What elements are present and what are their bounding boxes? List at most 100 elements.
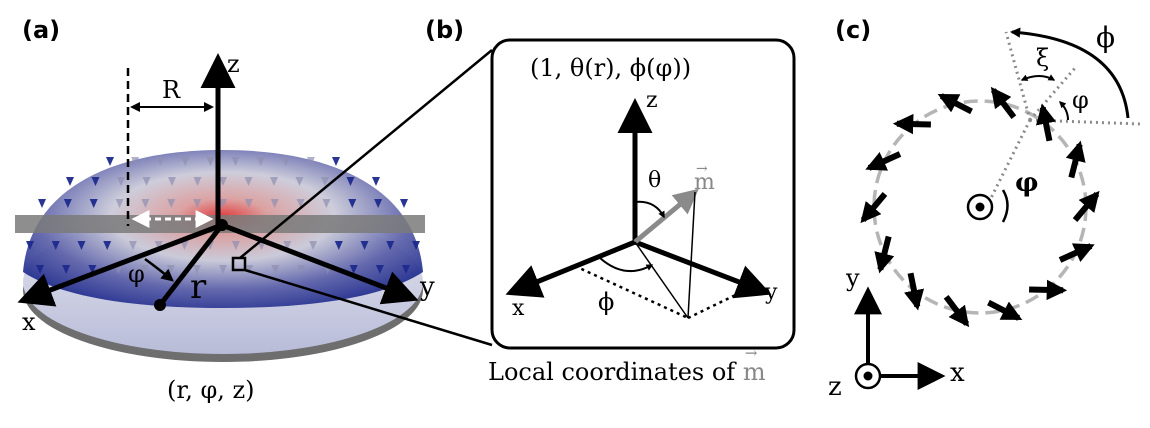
spin-cones <box>26 157 420 274</box>
spin-cone <box>375 265 384 274</box>
phi-big-arc <box>1009 27 1130 119</box>
center-phi-arc <box>1001 189 1009 223</box>
spin-cone <box>231 241 240 250</box>
out-of-plane-center-dot <box>975 202 985 212</box>
spin-cone <box>167 199 176 208</box>
spin-arrow <box>892 113 931 135</box>
projection-vertical <box>687 191 696 319</box>
spin-arrow <box>904 272 925 311</box>
spin-cone <box>244 199 253 208</box>
spin-cone <box>38 199 46 208</box>
caption-b: Local coordinates of →m <box>488 344 766 386</box>
axis-x-label-a: x <box>22 308 36 336</box>
spin-cone <box>89 199 98 208</box>
theta-label: θ <box>648 168 662 193</box>
origin-point-a <box>216 219 228 231</box>
spin-cone <box>131 157 140 166</box>
spin-arrow <box>1065 140 1086 179</box>
m-vector <box>633 188 699 244</box>
spin-cone <box>231 157 240 166</box>
axis-y-label-c: y <box>846 264 860 292</box>
axis-z-label-a: z <box>227 50 240 78</box>
spin-arrow <box>1058 243 1095 263</box>
spin-cone <box>296 199 305 208</box>
spin-cone <box>322 199 331 208</box>
spin-cone <box>66 177 74 186</box>
spin-cone <box>106 157 114 166</box>
spin-arrow <box>1072 190 1100 222</box>
axis-x-b <box>505 239 636 298</box>
spin-cone <box>332 157 340 166</box>
spin-cone <box>297 265 306 274</box>
spin-cone <box>156 157 165 166</box>
azimuth-label-a: φ <box>128 260 145 288</box>
phi-label-b: ϕ <box>598 288 615 316</box>
axis-x-label-c: x <box>950 358 965 388</box>
spin-cone <box>309 241 318 250</box>
spin-cone <box>334 241 343 250</box>
axis-y-b <box>634 239 772 299</box>
spin-cone <box>386 241 395 250</box>
spin-cone <box>372 177 380 186</box>
spin-cone <box>193 199 202 208</box>
zoom-line-top <box>239 49 493 259</box>
axis-y-label-a: y <box>420 272 435 302</box>
spin-arrow <box>860 192 888 224</box>
spin-cone <box>26 241 34 250</box>
center-phi-label: φ <box>1015 168 1039 198</box>
axis-x-a <box>17 222 223 307</box>
axis-y-a <box>221 222 419 305</box>
zoom-box <box>490 38 796 350</box>
projection-in-plane <box>634 241 689 319</box>
radial-vector <box>158 223 224 307</box>
spin-cone <box>206 157 215 166</box>
varphi-label: φ <box>1072 86 1089 114</box>
spin-cone <box>349 265 358 274</box>
spin-cone <box>128 241 137 250</box>
spin-arrow <box>1029 279 1068 301</box>
spin-arrow <box>990 86 1017 120</box>
spin-cone <box>141 199 150 208</box>
spin-cone <box>412 241 420 250</box>
spin-cone <box>63 199 72 208</box>
spin-cone <box>192 265 201 274</box>
spin-cone <box>374 199 383 208</box>
phi-big-label: ϕ <box>1096 21 1116 54</box>
spherical-coords-label: (1, θ(r), ϕ(φ)) <box>530 54 692 82</box>
spin-cone <box>77 241 86 250</box>
spin-cone <box>140 265 149 274</box>
spin-cone <box>306 157 315 166</box>
panel-a-label: (a) <box>22 16 61 44</box>
xi-label: ξ <box>1036 44 1050 72</box>
spin-cone <box>348 199 357 208</box>
spin-cone <box>281 157 290 166</box>
spin-cone <box>154 241 163 250</box>
spin-cone <box>244 177 253 186</box>
spin-arrows <box>860 86 1100 328</box>
phi-arc-b <box>599 257 654 273</box>
spin-cone <box>270 199 279 208</box>
radial-label: r <box>190 267 207 307</box>
azimuth-arc-a <box>144 257 174 282</box>
spin-cone <box>256 157 265 166</box>
spin-cone <box>142 177 151 186</box>
axis-y-label-b: y <box>765 280 778 305</box>
theta-arc <box>634 200 665 219</box>
zoom-line-bottom <box>244 268 493 347</box>
spin-arrow <box>874 235 895 274</box>
spin-cone <box>181 157 190 166</box>
dotted-y-projection <box>687 285 753 320</box>
spin-cone <box>51 241 60 250</box>
spin-cone <box>321 177 329 186</box>
radius-label: R <box>162 76 181 104</box>
coords-label: (r, φ, z) <box>167 376 255 404</box>
varphi-arc <box>1059 101 1069 121</box>
spin-cone <box>346 177 355 186</box>
spin-cone <box>115 199 124 208</box>
spin-cone <box>219 177 227 186</box>
axis-z-label-b: z <box>646 88 658 113</box>
spin-cone <box>400 199 408 208</box>
xi-arc <box>1020 74 1056 81</box>
spin-cone <box>295 177 304 186</box>
